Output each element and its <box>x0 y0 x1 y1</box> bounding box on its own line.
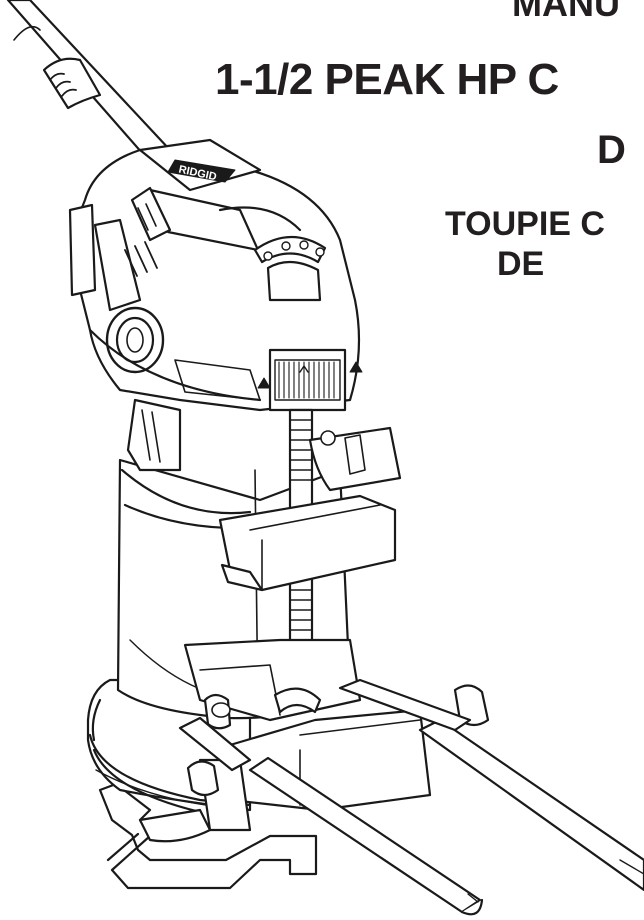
upper-clamp <box>308 426 402 492</box>
motor-head: RIDGID <box>68 138 361 412</box>
side-grip <box>126 398 182 472</box>
french-title-line-2: DE <box>497 245 545 283</box>
model-title: 1-1/2 PEAK HP C <box>215 55 559 104</box>
manual-title: MANU <box>512 0 620 24</box>
title-line-2: D <box>597 128 626 172</box>
guide-rods <box>178 678 644 916</box>
power-cord <box>6 0 172 164</box>
depth-arrow-icon <box>257 377 271 389</box>
depth-adjust-dial <box>257 348 363 412</box>
french-title-line-1: TOUPIE C <box>445 205 605 243</box>
front-clamp <box>218 494 397 592</box>
